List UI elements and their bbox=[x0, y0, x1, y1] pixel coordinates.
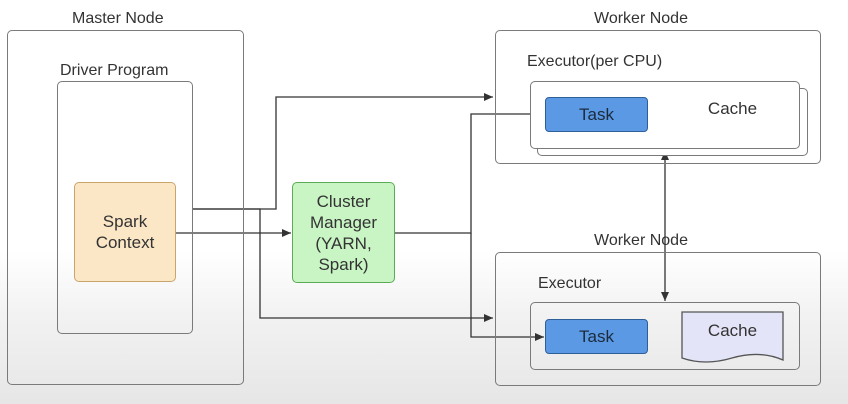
cache-shape-bottom bbox=[681, 311, 784, 363]
cluster-manager[interactable]: Cluster Manager (YARN, Spark) bbox=[292, 182, 395, 283]
worker-node-top-title: Worker Node bbox=[594, 10, 688, 27]
arrow-cluster-to-task-bottom bbox=[470, 233, 544, 341]
task-top[interactable]: Task bbox=[545, 97, 648, 132]
executor-bottom bbox=[530, 302, 800, 370]
driver-program bbox=[57, 81, 193, 334]
driver-program-title: Driver Program bbox=[60, 62, 169, 79]
master-node bbox=[7, 30, 244, 385]
master-node-title: Master Node bbox=[72, 10, 164, 27]
task-bottom[interactable]: Task bbox=[545, 319, 648, 354]
worker-node-top bbox=[495, 30, 821, 164]
cache-bottom-label: Cache bbox=[707, 321, 758, 340]
arrow-cluster-to-task-top bbox=[395, 110, 544, 234]
cache-top-label: Cache bbox=[707, 99, 758, 118]
executor-bottom-title: Executor bbox=[538, 275, 602, 292]
arrow-context-to-executor-bottom bbox=[193, 208, 493, 322]
worker-node-bottom-title: Worker Node bbox=[594, 232, 688, 249]
worker-node-bottom bbox=[495, 252, 821, 386]
spark-context[interactable]: Spark Context bbox=[74, 182, 176, 282]
executor-top-title: Executor(per CPU) bbox=[527, 53, 663, 70]
